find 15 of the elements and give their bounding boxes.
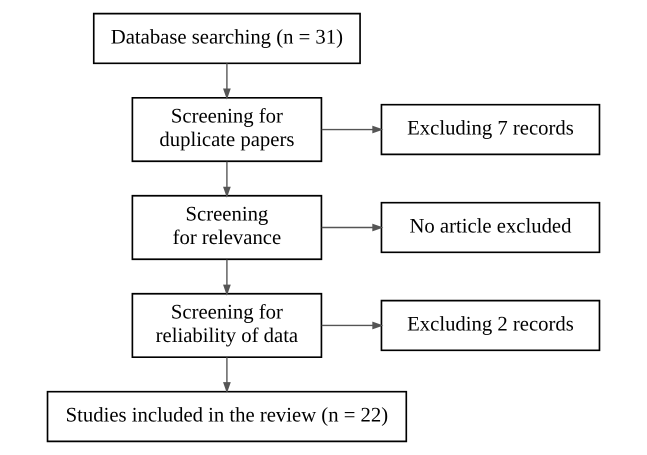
arrow xyxy=(223,357,231,394)
node-box: Screening for relevance xyxy=(132,194,322,260)
arrow xyxy=(322,224,384,232)
arrow xyxy=(223,162,231,198)
node-box: Database searching (n = 31) xyxy=(92,12,361,64)
node-box: Excluding 2 records xyxy=(380,300,600,352)
node-box: Screening for duplicate papers xyxy=(132,96,322,162)
arrow xyxy=(322,322,384,330)
node-box: No article excluded xyxy=(380,202,600,254)
arrow xyxy=(223,63,231,100)
node-box: Excluding 7 records xyxy=(380,104,600,156)
arrow xyxy=(322,126,384,134)
node-box: Studies included in the review (n = 22) xyxy=(46,390,408,442)
arrow xyxy=(223,260,231,296)
node-box: Screening for reliability of data xyxy=(132,292,322,358)
